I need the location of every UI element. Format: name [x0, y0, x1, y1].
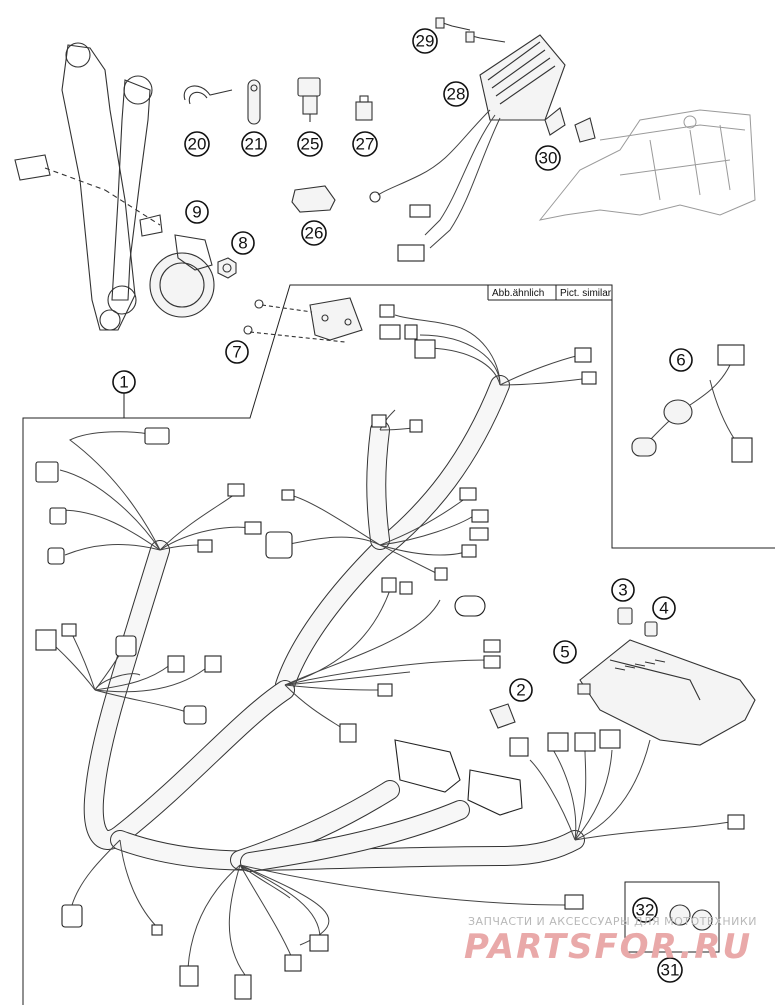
watermark-logo: PARTSFOR.RU [464, 927, 752, 967]
fuse-box [577, 639, 756, 746]
watermark-subtitle: ЗАПЧАСТИ И АКСЕССУАРЫ ДЛЯ МОТОТЕХНИКИ [468, 915, 757, 928]
relay-socket [297, 77, 321, 122]
svg-text:20: 20 [188, 135, 207, 154]
regulator-screws [435, 17, 506, 43]
callout-5[interactable]: 5 [553, 640, 577, 664]
svg-text:4: 4 [659, 599, 668, 618]
fuse-10a [617, 607, 633, 625]
horn-bracket-assembly [14, 42, 163, 331]
svg-text:29: 29 [416, 32, 435, 51]
callout-9[interactable]: 9 [185, 200, 209, 224]
svg-text:6: 6 [676, 351, 685, 370]
frame-ghost [538, 109, 756, 221]
clip-holder [247, 79, 261, 125]
svg-text:8: 8 [238, 234, 247, 253]
svg-text:1: 1 [119, 373, 128, 392]
callout-28[interactable]: 28 [443, 81, 469, 107]
relay [355, 95, 373, 121]
callout-20[interactable]: 20 [184, 131, 210, 157]
svg-text:30: 30 [539, 149, 558, 168]
callout-29[interactable]: 29 [412, 28, 438, 54]
horn-nut [217, 257, 237, 279]
callout-2[interactable]: 2 [509, 678, 533, 702]
connector-holder [291, 185, 336, 213]
callout-4[interactable]: 4 [652, 596, 676, 620]
similar-label-de: Abb.ähnlich [492, 288, 544, 299]
svg-text:32: 32 [636, 901, 655, 920]
callout-21[interactable]: 21 [241, 131, 267, 157]
sub-harness [631, 344, 753, 463]
svg-text:7: 7 [232, 343, 241, 362]
cable-tie [183, 85, 233, 105]
svg-text:26: 26 [305, 224, 324, 243]
fuse-15a [644, 621, 658, 637]
callout-32[interactable]: 32 [632, 897, 658, 923]
svg-text:3: 3 [618, 581, 627, 600]
callout-1[interactable]: 1 [112, 370, 136, 418]
svg-text:31: 31 [661, 961, 680, 980]
harness-frame [22, 284, 775, 1005]
callout-27[interactable]: 27 [352, 131, 378, 157]
svg-text:27: 27 [356, 135, 375, 154]
voltage-regulator [369, 34, 566, 262]
callout-8[interactable]: 8 [231, 231, 255, 255]
terminal-block [489, 703, 516, 729]
callout-31[interactable]: 31 [657, 952, 683, 983]
similar-label-en: Pict. similar [560, 288, 612, 299]
callout-26[interactable]: 26 [301, 220, 327, 246]
callout-30[interactable]: 30 [535, 145, 561, 171]
svg-text:21: 21 [245, 135, 264, 154]
svg-text:28: 28 [447, 85, 466, 104]
svg-text:9: 9 [192, 203, 201, 222]
spring-clips [544, 107, 596, 143]
svg-text:5: 5 [560, 643, 569, 662]
svg-text:2: 2 [516, 681, 525, 700]
ecu-bracket [243, 297, 363, 343]
callout-6[interactable]: 6 [669, 348, 693, 372]
callout-3[interactable]: 3 [611, 578, 635, 602]
main-wiring-harness [35, 304, 745, 1000]
horn [149, 234, 215, 318]
bulb-holder-group [624, 881, 720, 953]
callout-25[interactable]: 25 [297, 131, 323, 157]
svg-text:25: 25 [301, 135, 320, 154]
callout-7[interactable]: 7 [225, 340, 249, 364]
